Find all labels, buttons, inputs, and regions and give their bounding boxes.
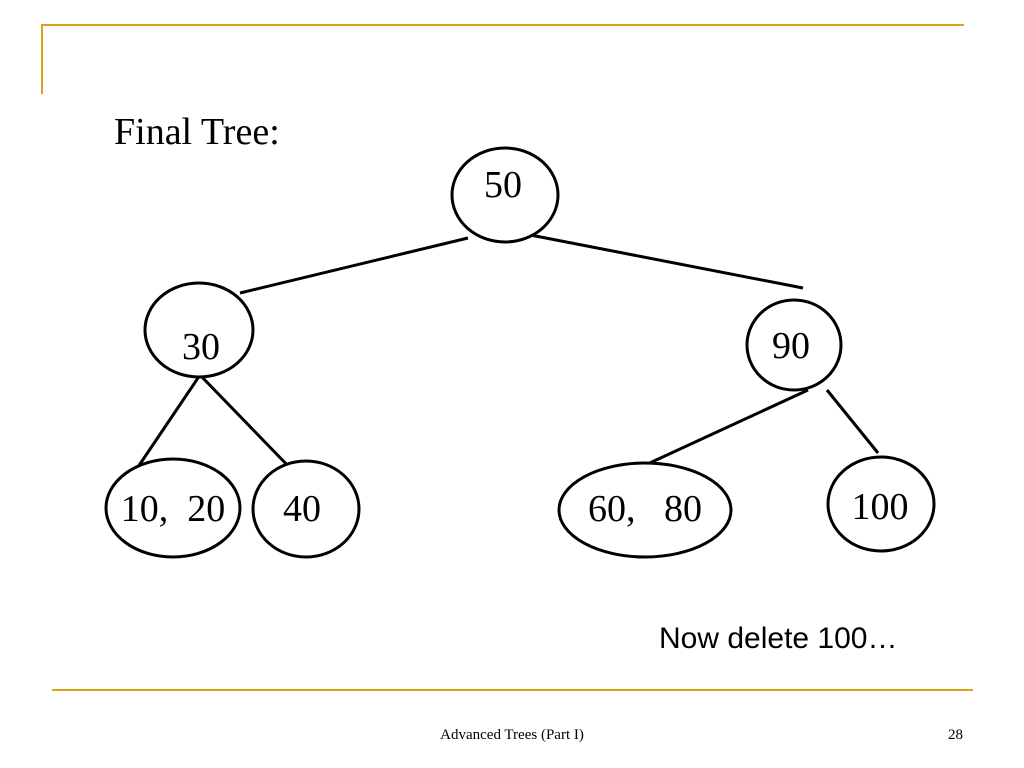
node-label: 40	[283, 488, 321, 530]
node-label: 50	[484, 164, 522, 206]
edge-90-60-80	[640, 388, 809, 469]
tree-node-60-80: 60, 80	[557, 461, 733, 559]
page-number: 28	[948, 727, 963, 743]
node-label: 10, 20	[121, 488, 226, 530]
top-accent-rule	[43, 24, 964, 26]
edge-50-90	[519, 231, 804, 290]
node-outline	[826, 455, 936, 553]
tree-node-10-20: 10, 20	[104, 457, 242, 559]
edge-30-10-20	[136, 374, 202, 468]
tree-node-90: 90	[745, 298, 843, 392]
tree-node-40: 40	[251, 459, 361, 559]
footer-rule	[52, 689, 973, 691]
node-label: 30	[182, 326, 220, 368]
node-outline	[745, 298, 843, 392]
node-label: 90	[772, 325, 810, 367]
node-outline	[143, 281, 255, 379]
node-label: 100	[852, 486, 909, 528]
node-label: 60, 80	[588, 488, 702, 530]
left-accent-rule	[41, 24, 43, 94]
tree-node-50: 50	[450, 146, 560, 244]
node-outline	[450, 146, 560, 244]
tree-node-100: 100	[826, 455, 936, 553]
diagram-title: Final Tree:	[114, 111, 280, 153]
node-outline	[251, 459, 361, 559]
edge-50-30	[239, 236, 469, 295]
instruction-note: Now delete 100…	[659, 622, 898, 655]
tree-node-30: 30	[143, 281, 255, 379]
node-outline	[557, 461, 733, 559]
edge-90-100	[825, 389, 880, 454]
footer-title: Advanced Trees (Part I)	[440, 727, 584, 743]
edge-30-40	[198, 373, 296, 474]
node-outline	[104, 457, 242, 559]
